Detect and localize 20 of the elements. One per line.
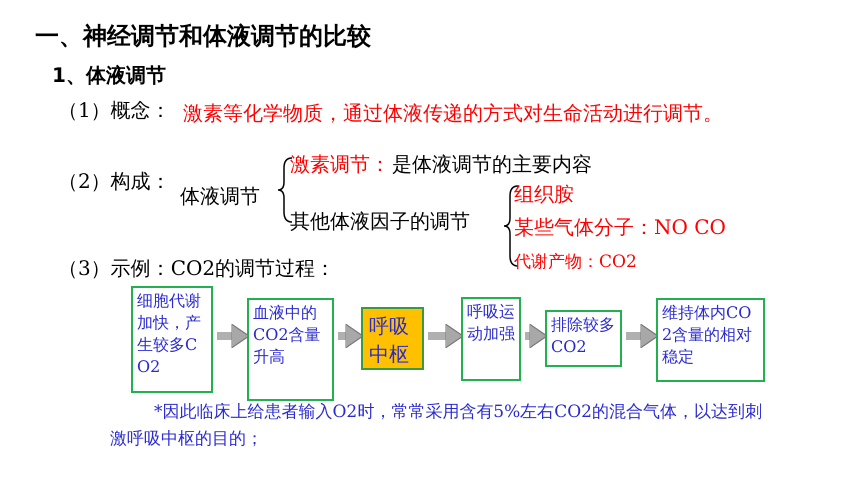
term: 某些气体分子：NO CO: [514, 214, 726, 241]
term: 体液调节: [180, 183, 260, 210]
term: 组织胺: [514, 181, 574, 208]
process-box: 呼吸运动加强: [461, 297, 521, 381]
item-label: （3）示例：CO2的调节过程：: [58, 255, 336, 282]
description: 是体液调节的主要内容: [392, 151, 592, 178]
term: 激素调节：: [290, 151, 390, 178]
process-box: 排除较多CO2: [545, 310, 622, 367]
note: *因此临床上给患者输入O2时，常常采用含有5%左右CO2的混合气体，以达到刺激呼吸中枢的目的；: [110, 401, 763, 451]
process-box: 细胞代谢加快，产生较多CO2: [131, 286, 213, 393]
concept-text: 激素等化学物质，通过体液传递的方式对生命活动进行调节。: [183, 100, 724, 127]
item-label: （2）构成：: [58, 168, 171, 195]
item-label: （1）概念：: [58, 97, 171, 124]
term: 其他体液因子的调节: [290, 208, 470, 235]
center-box: 呼吸中枢: [361, 307, 424, 370]
title: 一、神经调节和体液调节的比较: [35, 21, 371, 52]
process-box: 血液中的CO2含量升高: [247, 298, 334, 401]
subtitle: 1、体液调节: [52, 62, 166, 89]
term: 代谢产物：CO2: [514, 251, 638, 274]
process-box: 维持体内CO2含量的相对稳定: [656, 298, 765, 382]
